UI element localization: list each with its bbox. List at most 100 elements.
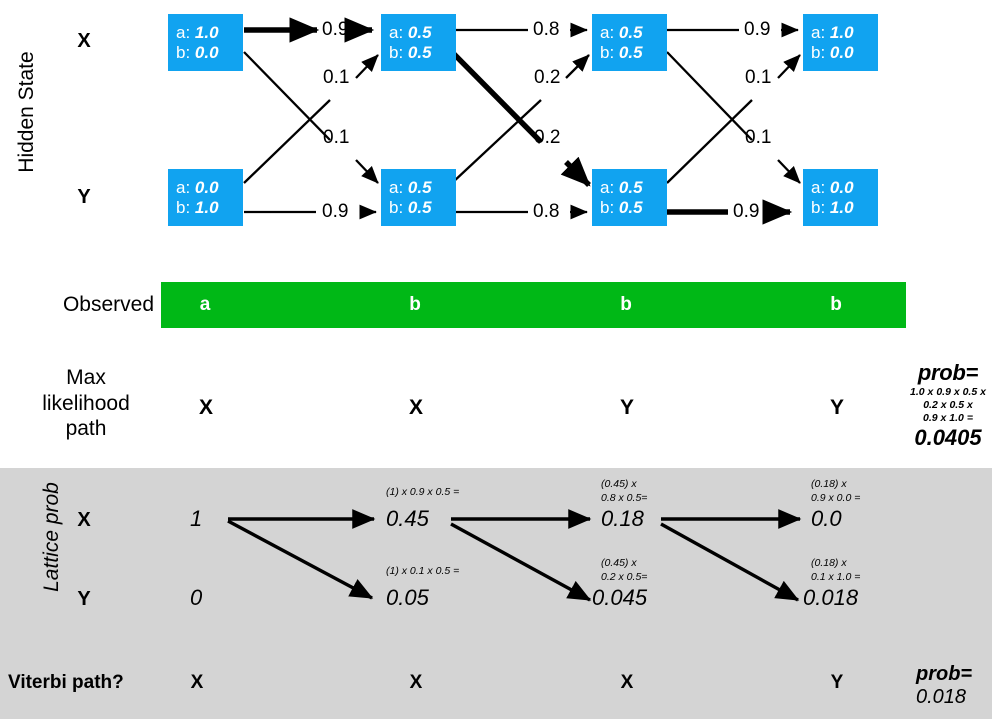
- state-value-a: 1.0: [194, 23, 219, 43]
- observed-symbol-t1: a: [199, 294, 211, 315]
- state-value-b: 0.5: [407, 42, 432, 62]
- observed-bar: a b b b: [161, 282, 906, 328]
- state-box-row-b: b: 0.0: [176, 43, 243, 62]
- edge-x3-y4-b: [777, 159, 801, 184]
- lattice-value-y-t3: 0.045: [592, 585, 648, 610]
- viterbi-state-t3: X: [620, 672, 634, 693]
- state-box-x-t1[interactable]: a: 1.0 b: 0.0: [168, 14, 243, 71]
- transition-label-y3-y4: 0.9: [733, 201, 760, 222]
- state-box-x-t2[interactable]: a: 0.5 b: 0.5: [381, 14, 456, 71]
- state-value-b: 0.5: [407, 197, 432, 217]
- state-box-y-t2[interactable]: a: 0.5 b: 0.5: [381, 169, 456, 226]
- state-value-b: 0.5: [618, 42, 643, 62]
- edge-y2-x3: [451, 99, 542, 184]
- edge-y3-x4: [666, 99, 753, 184]
- lattice-calc-x-t2-line1: (1) x 0.9 x 0.5 =: [386, 486, 460, 498]
- state-box-row-b: b: 1.0: [176, 198, 243, 217]
- state-key-b: b:: [389, 197, 404, 217]
- observed-symbol-t4: b: [830, 294, 842, 315]
- transition-label-y1-y2: 0.9: [322, 201, 349, 222]
- max-likelihood-label-line2: likelihood: [42, 391, 130, 415]
- viterbi-state-t2: X: [409, 672, 423, 693]
- state-box-y-t1[interactable]: a: 0.0 b: 1.0: [168, 169, 243, 226]
- state-value-a: 0.0: [194, 178, 219, 198]
- transition-label-x1-y2: 0.1: [323, 127, 350, 148]
- max-likelihood-prob-calc-line2: 0.2 x 0.5 x: [923, 399, 973, 412]
- max-likelihood-prob-calc-line1: 1.0 x 0.9 x 0.5 x: [910, 386, 986, 398]
- state-box-y-t3[interactable]: a: 0.5 b: 0.5: [592, 169, 667, 226]
- edge-y2-x3-b: [565, 54, 590, 79]
- state-box-row-a: a: 0.5: [600, 178, 667, 197]
- lattice-calc-x-t4-line1: (0.18) x: [811, 478, 847, 490]
- edge-x1-y2-b: [355, 159, 379, 184]
- state-box-x-t4[interactable]: a: 1.0 b: 0.0: [803, 14, 878, 71]
- max-likelihood-prob-title: prob=: [917, 360, 979, 385]
- lattice-calc-y-t3-line1: (0.45) x: [601, 557, 637, 569]
- state-box-x-t3[interactable]: a: 0.5 b: 0.5: [592, 14, 667, 71]
- hidden-state-row-label-y: Y: [77, 186, 91, 208]
- observed-symbol-t3: b: [620, 294, 632, 315]
- state-key-a: a:: [600, 23, 615, 43]
- max-likelihood-prob-result: 0.0405: [914, 425, 982, 451]
- observed-label: Observed: [62, 293, 154, 316]
- state-value-a: 0.0: [829, 178, 854, 198]
- transition-label-x2-x3: 0.8: [533, 19, 560, 40]
- state-box-row-b: b: 0.5: [600, 43, 667, 62]
- viterbi-prob-value: 0.018: [916, 686, 967, 708]
- max-likelihood-label-line1: Max: [66, 366, 106, 389]
- edge-y1-x2: [243, 99, 331, 184]
- viterbi-path-label: Viterbi path?: [8, 672, 124, 693]
- state-value-b: 0.0: [829, 42, 854, 62]
- lattice-row-label-x: X: [77, 509, 91, 531]
- state-value-b: 1.0: [829, 197, 854, 217]
- transition-label-x2-y3: 0.2: [534, 127, 561, 148]
- viterbi-probability: prob= 0.018: [916, 663, 992, 709]
- state-box-row-b: b: 0.0: [811, 43, 878, 62]
- hidden-state-row-label-x: X: [77, 30, 91, 52]
- edge-x3-y4: [666, 51, 753, 141]
- lattice-value-y-t2: 0.05: [386, 585, 429, 610]
- state-box-row-a: a: 0.5: [389, 178, 456, 197]
- max-likelihood-state-t2: X: [408, 396, 423, 419]
- transition-label-x3-y4: 0.1: [745, 127, 772, 148]
- edge-x2-y3: [450, 50, 543, 144]
- observed-symbol-t2: b: [409, 294, 421, 315]
- state-key-a: a:: [389, 178, 404, 198]
- state-key-b: b:: [389, 42, 404, 62]
- lattice-value-x-t4: 0.0: [811, 506, 842, 531]
- state-box-row-a: a: 0.5: [600, 23, 667, 42]
- lattice-value-x-t3: 0.18: [601, 506, 644, 531]
- viterbi-prob-title: prob=: [916, 663, 973, 685]
- state-value-a: 0.5: [407, 23, 432, 43]
- state-box-row-a: a: 0.0: [811, 178, 878, 197]
- state-box-row-b: b: 0.5: [389, 198, 456, 217]
- transition-label-x1-x2: 0.9: [322, 19, 349, 40]
- state-box-row-a: a: 0.0: [176, 178, 243, 197]
- transition-label-y1-x2: 0.1: [323, 67, 350, 88]
- state-box-y-t4[interactable]: a: 0.0 b: 1.0: [803, 169, 878, 226]
- lattice-calc-x-t4-line2: 0.9 x 0.0 =: [811, 492, 861, 504]
- state-value-a: 1.0: [829, 23, 854, 43]
- max-likelihood-probability: prob= 1.0 x 0.9 x 0.5 x 0.2 x 0.5 x 0.9 …: [904, 360, 992, 451]
- state-box-row-b: b: 1.0: [811, 198, 878, 217]
- state-key-b: b:: [811, 197, 826, 217]
- state-key-b: b:: [176, 42, 191, 62]
- edge-y1-x2-b: [355, 54, 379, 79]
- transition-label-y2-x3: 0.2: [534, 67, 561, 88]
- lattice-calc-y-t4-line1: (0.18) x: [811, 557, 847, 569]
- edge-x1-y2: [243, 51, 331, 141]
- lattice-calc-y-t4-line2: 0.1 x 1.0 =: [811, 571, 861, 583]
- lattice-value-y-t4: 0.018: [803, 585, 859, 610]
- lattice-prob-axis-title: Lattice prob: [40, 482, 63, 592]
- transition-label-y3-x4: 0.1: [745, 67, 772, 88]
- max-likelihood-state-t4: Y: [829, 396, 844, 419]
- lattice-row-label-y: Y: [77, 588, 91, 610]
- max-likelihood-label-line3: path: [65, 417, 107, 441]
- state-key-b: b:: [600, 42, 615, 62]
- max-likelihood-path-label: Max likelihood path: [18, 365, 154, 442]
- transition-label-y2-y3: 0.8: [533, 201, 560, 222]
- state-key-b: b:: [176, 197, 191, 217]
- state-key-b: b:: [811, 42, 826, 62]
- state-key-a: a:: [176, 178, 191, 198]
